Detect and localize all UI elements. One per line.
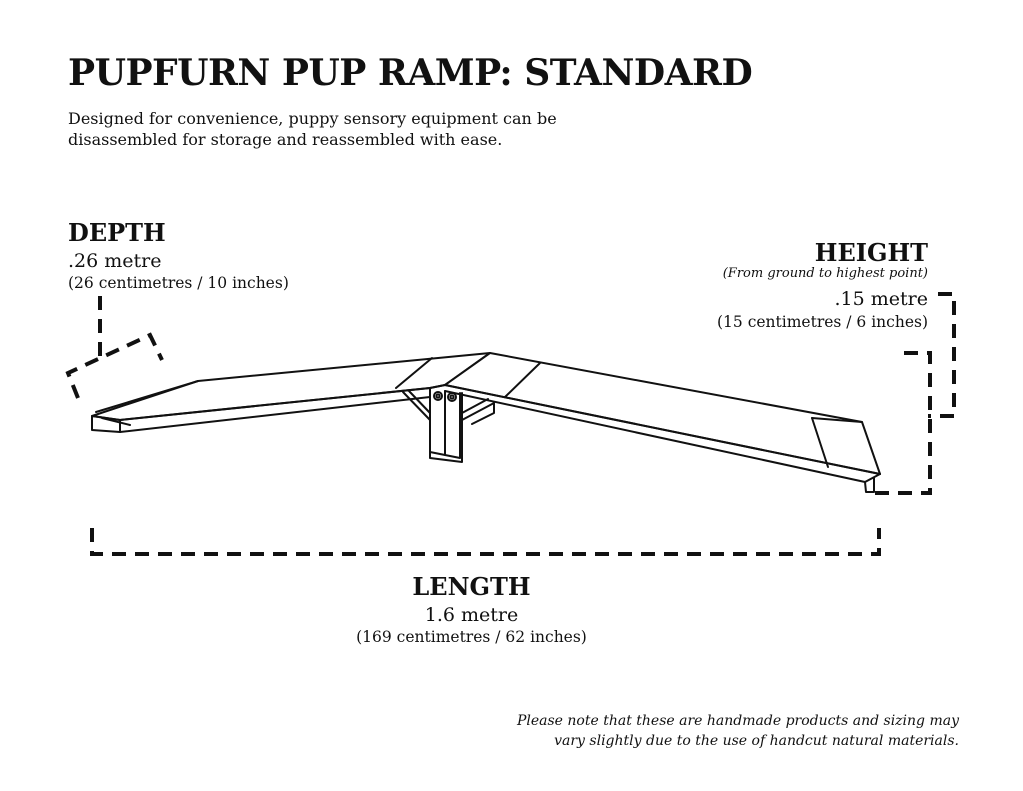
height-bracket-lower	[874, 351, 932, 495]
depth-bracket	[65, 332, 164, 399]
depth-metric: .26 metre	[68, 250, 162, 272]
length-dimension-line	[90, 528, 881, 556]
footnote-line-2: vary slightly due to the use of handcut …	[554, 733, 959, 749]
page-title: PUPFURN PUP RAMP: STANDARD	[68, 52, 753, 94]
length-label: LENGTH	[412, 572, 531, 601]
footnote: Please note that these are handmade prod…	[517, 711, 959, 751]
length-imperial: (169 centimetres / 62 inches)	[356, 628, 587, 646]
ramp-illustration	[91, 352, 881, 493]
height-label: HEIGHT	[814, 238, 928, 267]
footnote-line-1: Please note that these are handmade prod…	[516, 713, 959, 729]
page-subtitle: Designed for convenience, puppy sensory …	[68, 109, 557, 149]
height-note: (From ground to highest point)	[722, 266, 928, 281]
height-metric: .15 metre	[834, 288, 928, 310]
length-metric: 1.6 metre	[424, 604, 519, 626]
height-dimension-line	[928, 292, 956, 418]
depth-label: DEPTH	[68, 218, 166, 247]
depth-imperial: (26 centimetres / 10 inches)	[68, 274, 289, 292]
dimension-lines	[65, 292, 956, 556]
height-imperial: (15 centimetres / 6 inches)	[717, 313, 928, 331]
